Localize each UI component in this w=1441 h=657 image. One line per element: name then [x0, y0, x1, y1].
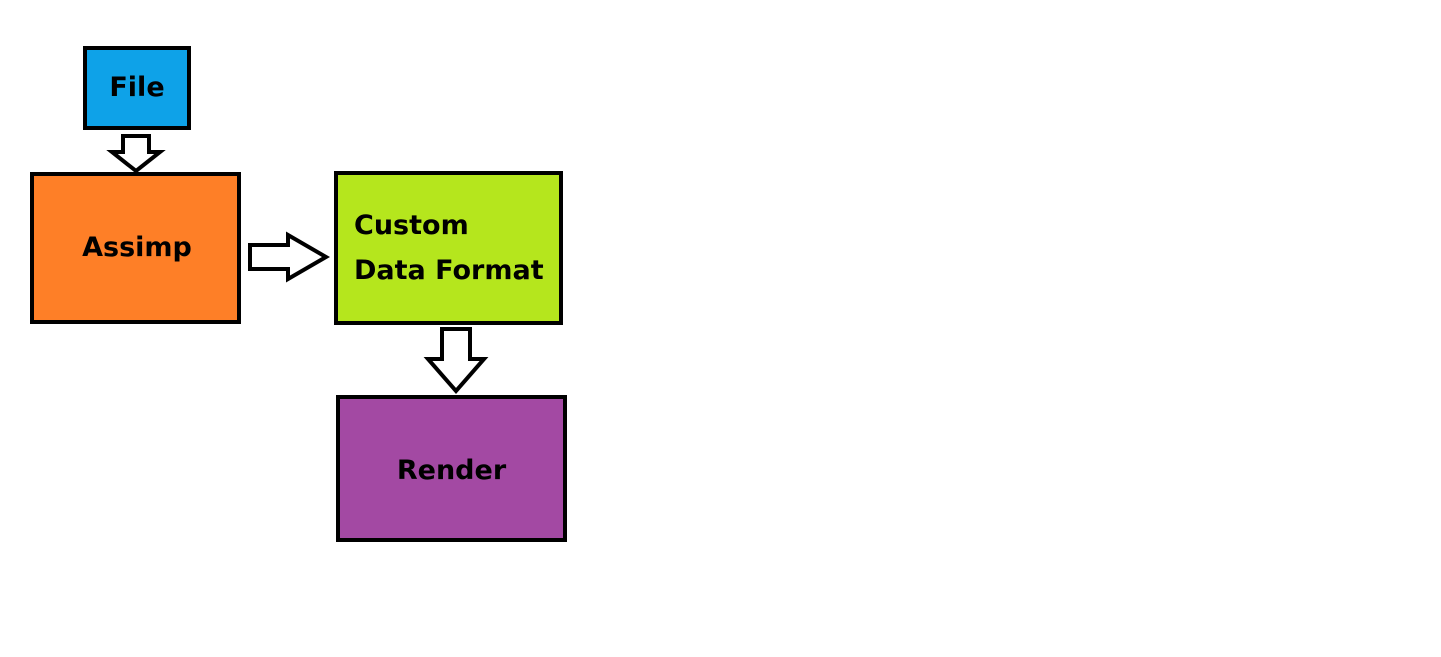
custom-data-format-node-label: Custom Data Format — [354, 203, 544, 293]
render-node: Render — [336, 395, 567, 542]
arrow-custom-to-render-icon — [423, 327, 489, 395]
custom-data-format-node: Custom Data Format — [334, 171, 563, 325]
file-node: File — [83, 46, 191, 130]
render-node-label: Render — [396, 455, 507, 486]
file-node-label: File — [109, 72, 165, 103]
arrow-assimp-to-custom-icon — [248, 231, 330, 283]
assimp-node: Assimp — [30, 172, 241, 324]
arrow-file-to-assimp-icon — [106, 134, 166, 174]
custom-data-format-label-line-1: Custom — [354, 210, 469, 241]
assimp-node-label: Assimp — [82, 232, 192, 263]
custom-data-format-label-line-2: Data Format — [354, 255, 544, 286]
